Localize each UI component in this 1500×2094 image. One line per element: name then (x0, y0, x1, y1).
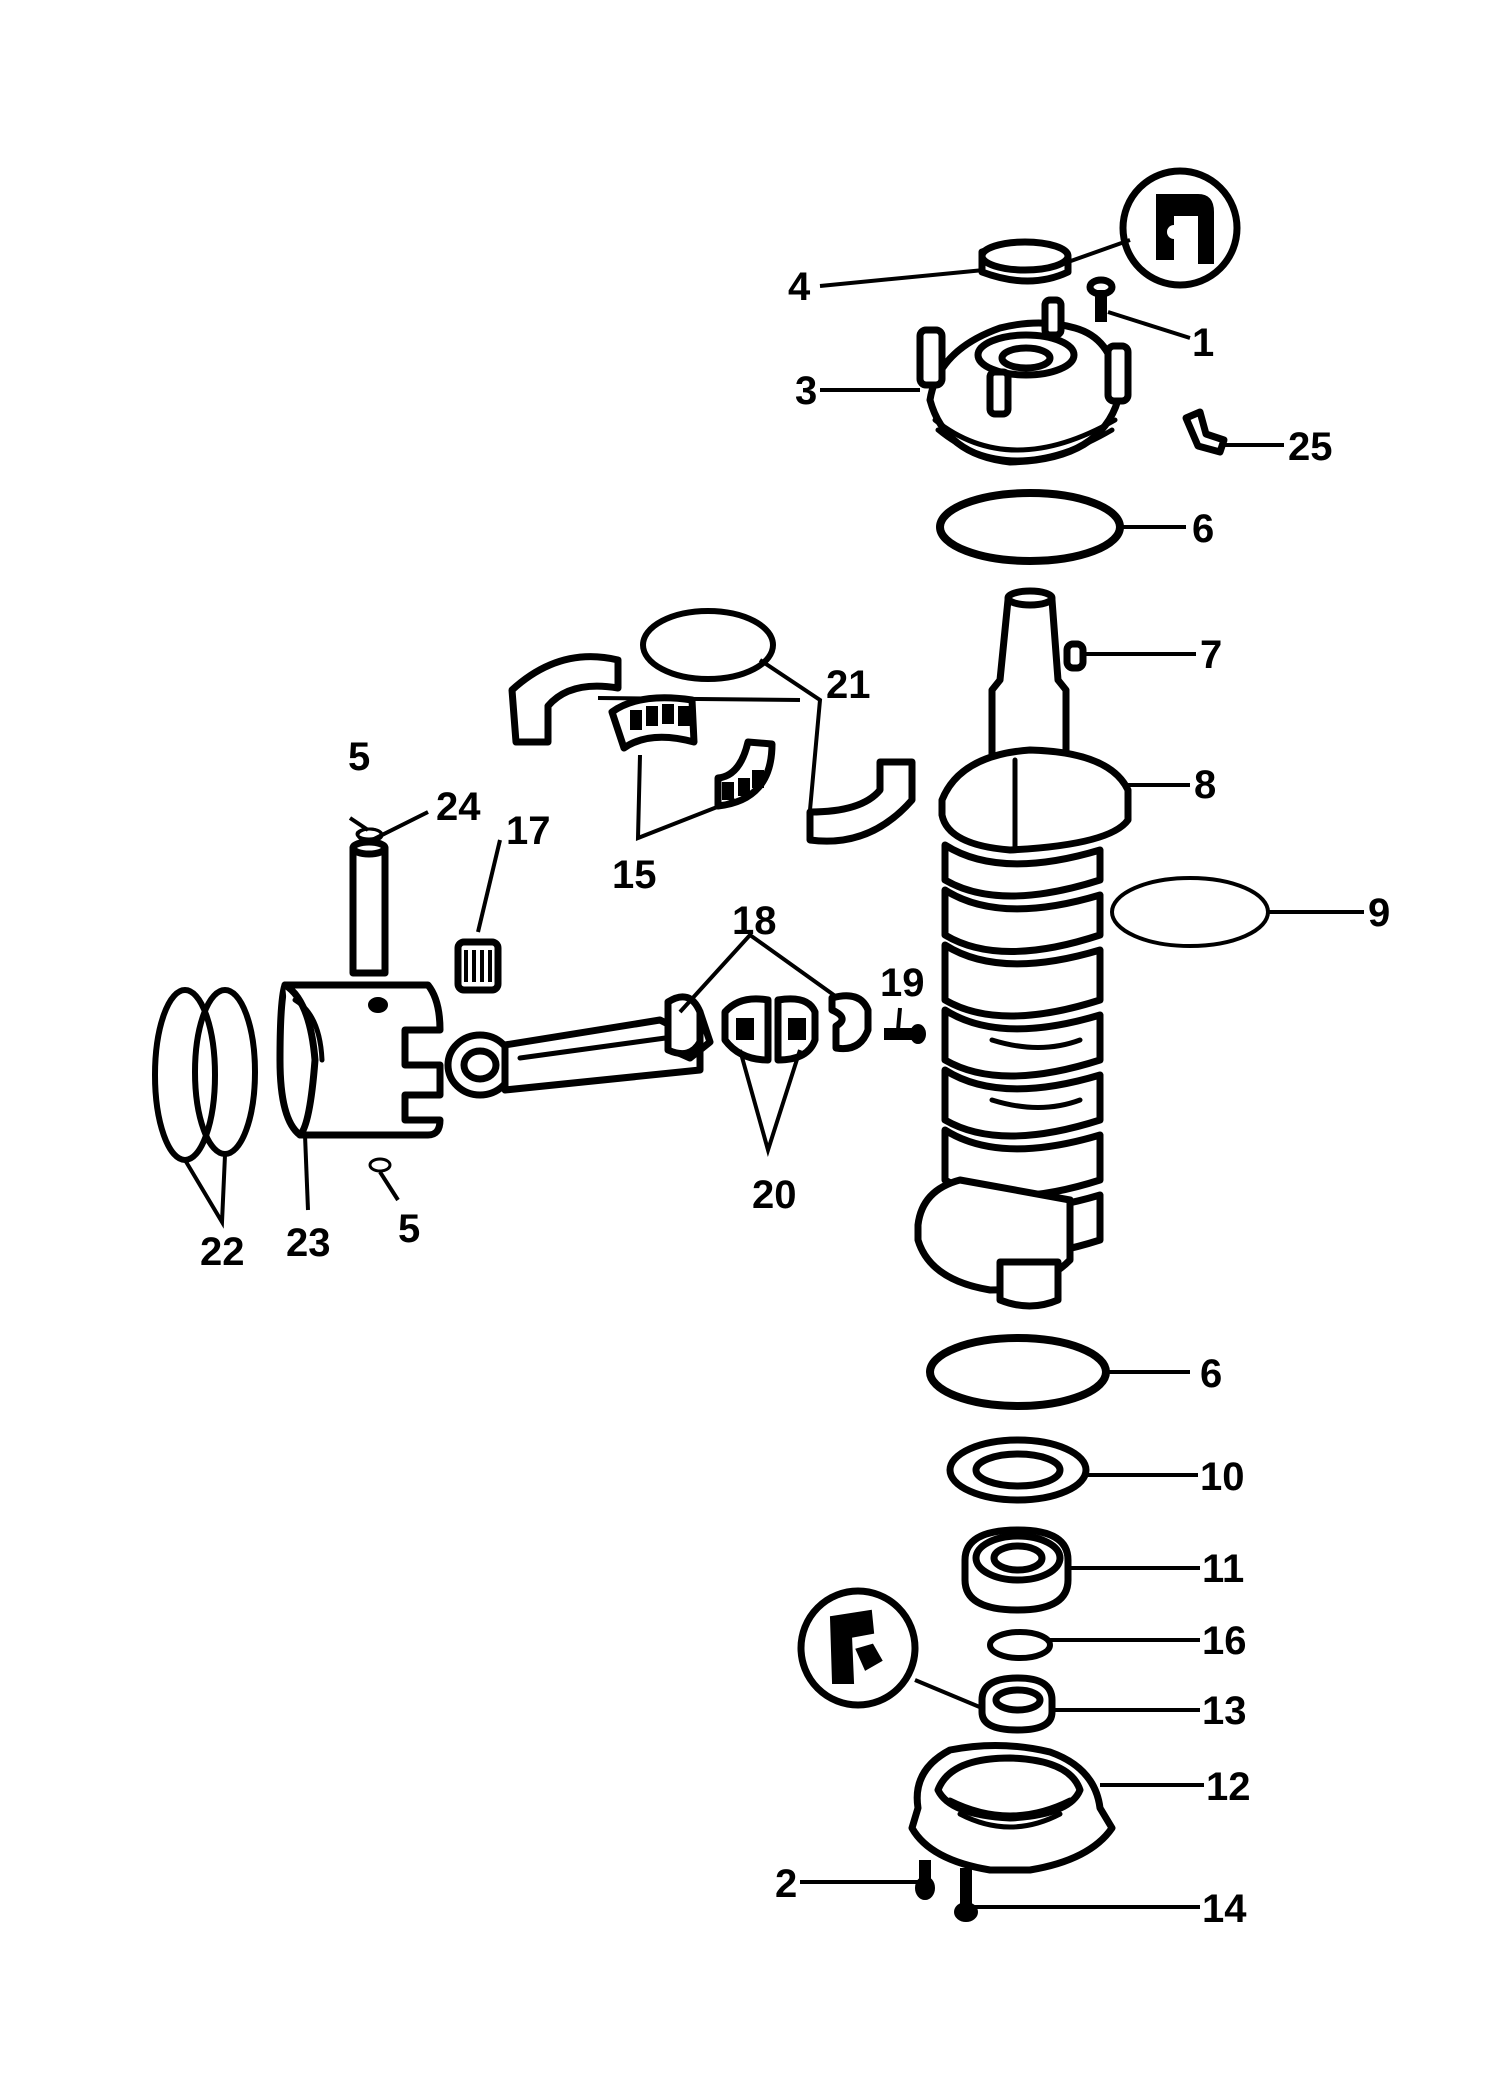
key-part-7 (1063, 640, 1087, 672)
callout-20: 20 (752, 1173, 797, 1217)
callout-9: 9 (1368, 891, 1390, 935)
o-ring-part-6-lower (926, 1334, 1110, 1410)
clip-part-25 (1182, 408, 1228, 456)
callout-19: 19 (880, 961, 925, 1005)
screw-part-14 (954, 1868, 978, 1922)
callout-labels: 4 1 3 25 6 7 21 8 5 24 17 15 9 18 19 20 … (200, 265, 1390, 1931)
bearing-cage-part-15 (608, 694, 776, 810)
callout-5-top: 5 (348, 735, 370, 779)
wrist-pin-part-24 (349, 827, 389, 977)
callout-14: 14 (1202, 1887, 1247, 1931)
bearing-cage-part-20 (721, 995, 819, 1064)
screw-part-1 (1086, 276, 1116, 322)
crankshaft-part-8 (914, 587, 1132, 1310)
callout-15: 15 (612, 853, 657, 897)
callout-23: 23 (286, 1221, 331, 1265)
callout-25: 25 (1288, 425, 1333, 469)
callout-7: 7 (1200, 633, 1222, 677)
seal-part-13 (978, 1674, 1056, 1734)
upper-bearing-housing-part-3 (916, 296, 1132, 466)
callout-16: 16 (1202, 1619, 1247, 1663)
callout-17: 17 (506, 809, 551, 853)
seal-detail-circle-bottom (797, 1587, 919, 1709)
callout-12: 12 (1206, 1765, 1251, 1809)
lower-bearing-housing-part-12 (908, 1741, 1116, 1874)
callout-11: 11 (1202, 1547, 1244, 1591)
callout-8: 8 (1194, 763, 1216, 807)
callout-6-upper: 6 (1192, 507, 1214, 551)
ring-part-9 (1110, 876, 1270, 948)
leader-lines (183, 238, 1364, 1909)
ball-bearing-part-11 (961, 1526, 1072, 1614)
callout-21: 21 (826, 663, 871, 707)
retaining-ring-part-16 (987, 1629, 1053, 1661)
screw-part-19 (884, 1024, 926, 1044)
circlip-part-5-bottom (368, 1157, 392, 1173)
callout-22: 22 (200, 1230, 245, 1274)
bearing-race-part-21 (508, 608, 916, 845)
callout-10: 10 (1200, 1455, 1245, 1499)
rod-cap-part-18 (664, 992, 872, 1058)
piston-rings-part-22 (152, 987, 258, 1163)
seal-part-4 (978, 238, 1072, 285)
seal-detail-circle-top (1119, 167, 1241, 289)
callout-5-bottom: 5 (398, 1207, 420, 1251)
needle-bearing-part-17 (454, 938, 502, 994)
piston-part-23 (276, 981, 444, 1139)
callout-3: 3 (795, 369, 817, 413)
gasket-part-10 (946, 1436, 1090, 1504)
callout-6-lower: 6 (1200, 1352, 1222, 1396)
callout-18: 18 (732, 899, 777, 943)
callout-1: 1 (1192, 321, 1214, 365)
screw-part-2 (915, 1860, 935, 1900)
callout-2: 2 (775, 1862, 797, 1906)
callout-24: 24 (436, 785, 481, 829)
callout-4: 4 (788, 265, 811, 309)
callout-13: 13 (1202, 1689, 1247, 1733)
o-ring-part-6-upper (936, 489, 1124, 565)
